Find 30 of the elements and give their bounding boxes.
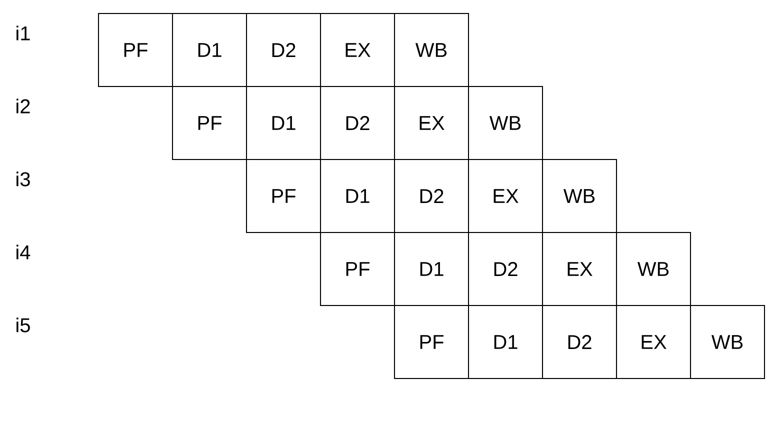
stage-cell: EX <box>320 13 395 87</box>
row-label: i2 <box>16 98 30 114</box>
stage-cell: PF <box>172 86 247 160</box>
stage-cell: EX <box>468 159 543 233</box>
stage-cell: WB <box>616 232 691 306</box>
stage-cell: WB <box>690 305 765 379</box>
stage-cell: EX <box>616 305 691 379</box>
stage-cell: D2 <box>394 159 469 233</box>
stage-cell: D2 <box>542 305 617 379</box>
row-label: i3 <box>16 172 30 186</box>
stage-cell: D2 <box>468 232 543 306</box>
stage-cell: PF <box>246 159 321 233</box>
stage-cell: D1 <box>172 13 247 87</box>
stage-cell: WB <box>468 86 543 160</box>
stage-cell: D1 <box>468 305 543 379</box>
stage-cell: EX <box>542 232 617 306</box>
stage-cell: PF <box>320 232 395 306</box>
stage-cell: EX <box>394 86 469 160</box>
stage-cell: WB <box>394 13 469 87</box>
stage-cell: PF <box>394 305 469 379</box>
stage-cell: PF <box>98 13 173 87</box>
row-label: i4 <box>16 244 30 260</box>
row-label: i1 <box>16 26 30 40</box>
stage-cell: D1 <box>394 232 469 306</box>
stage-cell: D1 <box>320 159 395 233</box>
stage-cell: D2 <box>246 13 321 87</box>
row-label: i5 <box>16 318 30 332</box>
stage-cell: D1 <box>246 86 321 160</box>
stage-cell: D2 <box>320 86 395 160</box>
stage-cell: WB <box>542 159 617 233</box>
